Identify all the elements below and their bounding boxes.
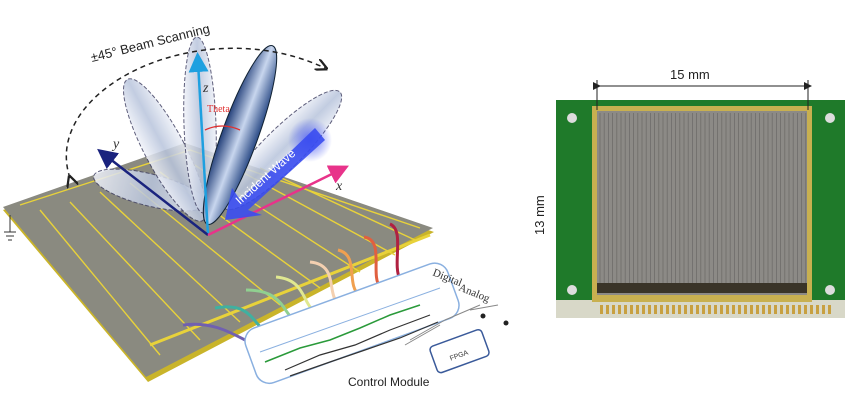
x-axis-label: x (335, 179, 343, 194)
pad (600, 305, 603, 314)
pad (654, 305, 657, 314)
pad (828, 305, 831, 314)
pad (630, 305, 633, 314)
width-label: 15 mm (670, 67, 710, 82)
z-axis (188, 52, 210, 236)
pad (618, 305, 621, 314)
pad (696, 305, 699, 314)
pad (792, 305, 795, 314)
analog-label: Analog (457, 282, 492, 305)
pad (708, 305, 711, 314)
pad (726, 305, 729, 314)
control-module: Control Module Digital Analog (244, 262, 492, 389)
z-axis-label: z (202, 81, 209, 96)
pad (666, 305, 669, 314)
pad (690, 305, 693, 314)
pad (774, 305, 777, 314)
pad (816, 305, 819, 314)
unit-cell-array (599, 113, 807, 283)
theta-arc (204, 125, 241, 131)
pad (714, 305, 717, 314)
x-axis (207, 165, 349, 237)
pad (750, 305, 753, 314)
pad (768, 305, 771, 314)
incident-wave-arrow (225, 128, 325, 220)
pad-row (600, 305, 831, 314)
pad (810, 305, 813, 314)
pad (804, 305, 807, 314)
pad (624, 305, 627, 314)
fpga-chip: FPGA (404, 304, 509, 374)
height-label: 13 mm (532, 195, 547, 235)
scan-arc (65, 47, 325, 178)
pad (660, 305, 663, 314)
pad (606, 305, 609, 314)
chip-photo: 15 mm 13 mm (532, 67, 845, 318)
module-label: Control Module (348, 375, 430, 389)
pad (648, 305, 651, 314)
pad (678, 305, 681, 314)
pad (744, 305, 747, 314)
pad (756, 305, 759, 314)
pad (732, 305, 735, 314)
pad (780, 305, 783, 314)
metasurface-board (3, 143, 434, 382)
pad (672, 305, 675, 314)
pad (786, 305, 789, 314)
pad (822, 305, 825, 314)
pad (738, 305, 741, 314)
pad (702, 305, 705, 314)
pad (762, 305, 765, 314)
pad (636, 305, 639, 314)
theta-label: Theta (207, 104, 230, 115)
pad (612, 305, 615, 314)
y-axis (97, 148, 209, 236)
pad (642, 305, 645, 314)
y-axis-label: y (111, 137, 120, 152)
ground-icon (4, 215, 16, 241)
pad (684, 305, 687, 314)
pad (720, 305, 723, 314)
pad (798, 305, 801, 314)
